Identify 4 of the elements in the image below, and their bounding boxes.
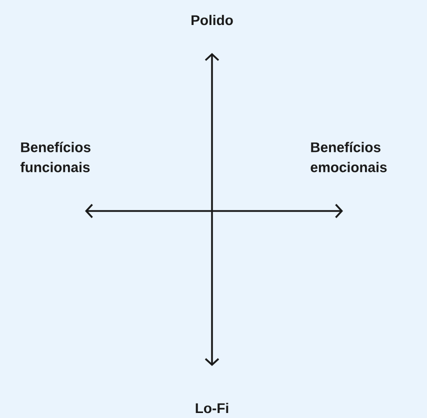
axis-label: Benefícios emocionais	[310, 142, 387, 172]
axis-label: Lo-Fi	[196, 402, 228, 414]
axis-label: Polido	[192, 14, 233, 26]
axis-label: Benefícios funcionais	[20, 142, 90, 172]
